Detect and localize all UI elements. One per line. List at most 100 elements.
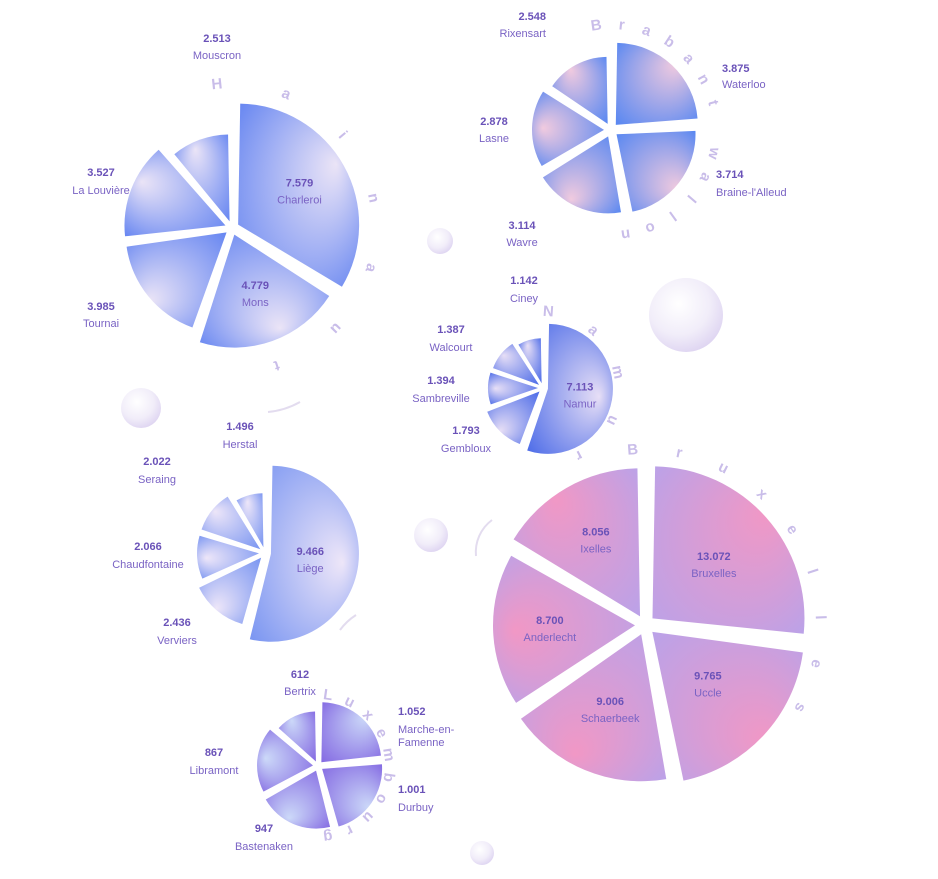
category-label-bastenaken: Bastenaken [235, 841, 293, 853]
value-label-uccle: 9.765 [694, 671, 722, 683]
category-label-uccle: Uccle [694, 688, 722, 700]
value-label-mons: 4.779 [242, 280, 270, 292]
svg-text:b: b [661, 32, 678, 51]
value-label-chaudfontaine: 2.066 [134, 541, 162, 553]
pie-slice-seraing [201, 496, 261, 550]
svg-text:m: m [379, 747, 398, 763]
pie-luxembourg: 1.052Marche-en-Famenne1.001Durbuy947Bast… [190, 669, 455, 853]
category-label-schaerbeek: Schaerbeek [581, 713, 640, 725]
pie-slice-sambreville [488, 372, 539, 405]
category-label-wavre: Wavre [506, 237, 537, 249]
value-label-charleroi: 7.579 [286, 178, 314, 190]
svg-text:u: u [715, 458, 731, 477]
pie-slice-verviers [199, 557, 262, 624]
pie-slice-lasne [532, 91, 605, 166]
pie-slice-namur [527, 323, 613, 454]
svg-text:x: x [753, 485, 771, 504]
svg-text:i: i [335, 128, 351, 142]
svg-text:e: e [807, 658, 825, 670]
decorative-bubbles [121, 228, 723, 865]
category-label-ixelles: Ixelles [580, 543, 612, 555]
value-label-durbuy: 1.001 [398, 784, 426, 796]
pie-slice-ixelles [513, 468, 641, 617]
value-label-waterloo: 3.875 [722, 63, 750, 75]
category-label-rixensart: Rixensart [500, 28, 546, 40]
svg-text:B: B [627, 441, 639, 459]
category-label-durbuy: Durbuy [398, 802, 434, 814]
pie-slice-tournai [126, 232, 227, 328]
pie-slice-gembloux [487, 391, 540, 444]
category-label-charleroi: Charleroi [277, 195, 322, 207]
svg-text:r: r [572, 447, 585, 465]
pie-slice-liege [249, 465, 359, 642]
pie-slice-bruxelles [652, 466, 805, 634]
pie-slice-chaudfontaine [197, 535, 260, 579]
category-label-waterloo: Waterloo [722, 79, 766, 91]
value-label-bruxelles: 13.072 [697, 551, 731, 563]
value-label-herstal: 1.496 [226, 421, 254, 433]
svg-text:a: a [696, 170, 715, 186]
value-label-bastenaken: 947 [255, 823, 273, 835]
value-label-liege: 9.466 [296, 546, 324, 558]
category-label-gembloux: Gembloux [441, 443, 492, 455]
pie-brabant-wallon: 3.875Waterloo3.714Braine-l'Alleud3.114Wa… [479, 11, 787, 249]
value-label-libramont: 867 [205, 747, 223, 759]
svg-text:a: a [279, 85, 294, 104]
value-label-verviers: 2.436 [163, 617, 191, 629]
svg-text:l: l [683, 191, 699, 205]
svg-text:u: u [327, 319, 346, 337]
value-label-ixelles: 8.056 [582, 526, 610, 538]
decor-bubble [414, 518, 448, 552]
svg-text:b: b [379, 771, 397, 783]
pie-slice-mons [199, 234, 330, 348]
value-label-bertrix: 612 [291, 669, 309, 681]
pie-slice-ciney [518, 338, 542, 384]
value-label-rixensart: 2.548 [518, 11, 546, 23]
decor-arc [339, 614, 357, 631]
pie-slice-waterloo [615, 42, 698, 125]
pie-slice-bertrix [278, 711, 316, 762]
pie-slice-bastenaken [265, 770, 331, 829]
pie-slice-braine-l-alleud [616, 130, 696, 212]
svg-text:l: l [666, 208, 679, 224]
svg-text:t: t [272, 357, 282, 375]
pie-hainaut: 7.579Charleroi4.779Mons3.985Tournai3.527… [72, 33, 382, 374]
svg-text:l: l [812, 615, 829, 620]
svg-text:B: B [590, 16, 603, 34]
pie-bruxelles: 13.072Bruxelles9.765Uccle9.006Schaerbeek… [493, 441, 829, 782]
category-label-mons: Mons [242, 297, 269, 309]
pie-slice-walcourt [493, 343, 540, 385]
value-label-anderlecht: 8.700 [536, 615, 564, 627]
value-label-seraing: 2.022 [143, 456, 171, 468]
pie-slice-charleroi [238, 103, 360, 287]
category-label-bertrix: Bertrix [284, 686, 316, 698]
category-label-walcourt: Walcourt [430, 342, 473, 354]
category-label-ciney: Ciney [510, 293, 539, 305]
svg-text:g: g [322, 828, 333, 846]
value-label-mouscron: 2.513 [203, 33, 231, 45]
svg-text:n: n [364, 192, 383, 205]
svg-text:s: s [790, 700, 809, 715]
value-label-gembloux: 1.793 [452, 425, 480, 437]
category-label-namur: Namur [563, 398, 596, 410]
value-label-ciney: 1.142 [510, 275, 538, 287]
decor-bubble [427, 228, 453, 254]
svg-text:a: a [361, 261, 380, 274]
svg-text:m: m [608, 364, 627, 381]
value-label-wavre: 3.114 [509, 220, 537, 232]
svg-text:r: r [343, 821, 356, 839]
pie-slice-mouscron [174, 134, 230, 222]
category-label-herstal: Herstal [223, 439, 258, 451]
pie-slice-herstal [236, 493, 264, 548]
decor-bubble [470, 841, 494, 865]
value-label-namur: 7.113 [566, 381, 593, 393]
pie-slice-marche-en-famenne [321, 702, 381, 763]
svg-text:o: o [643, 218, 658, 237]
svg-text:u: u [603, 413, 622, 428]
value-label-la-louviere: 3.527 [87, 167, 115, 179]
pie-slice-anderlecht [493, 555, 636, 703]
category-label-lasne: Lasne [479, 133, 509, 145]
pie-liege: 9.466Liège2.436Verviers2.066Chaudfontain… [112, 421, 359, 647]
svg-text:w: w [704, 145, 723, 161]
